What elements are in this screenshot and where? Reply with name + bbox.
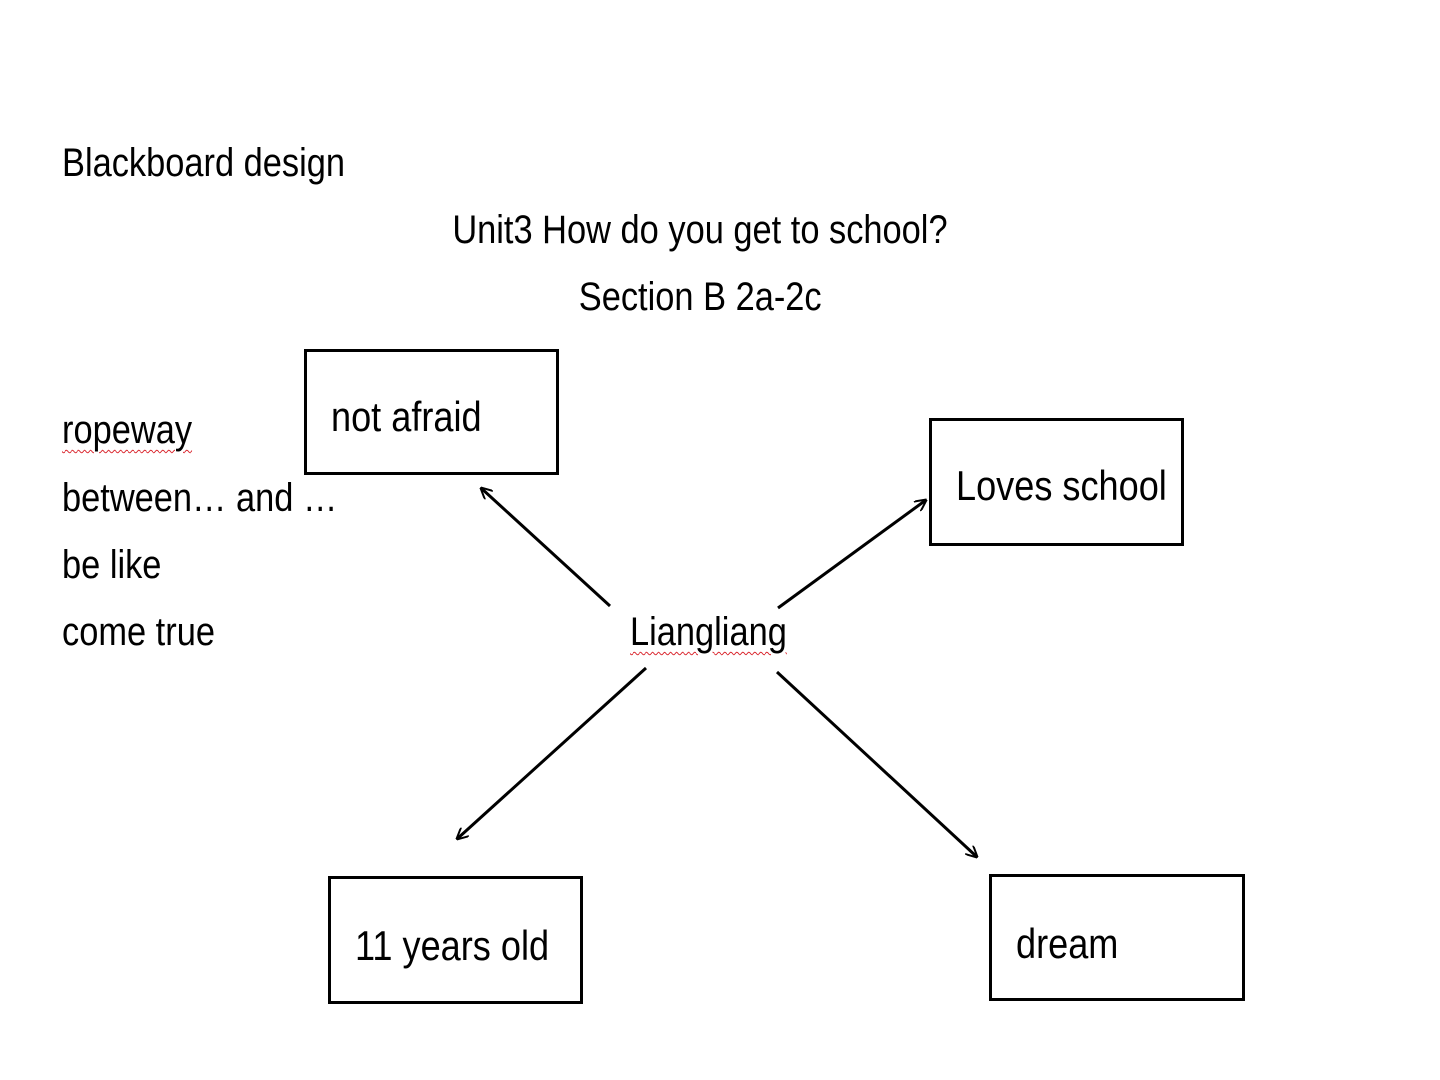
arrow-to-bottom-right	[775, 670, 977, 857]
vocab-item: be like	[62, 543, 162, 587]
center-node: Liangliang	[630, 610, 787, 654]
node-label: 11 years old	[355, 922, 550, 969]
node-label: Loves school	[956, 462, 1167, 509]
node-label: not afraid	[331, 393, 482, 440]
title-line-1: Unit3 How do you get to school?	[0, 210, 1400, 250]
vocab-item: ropeway	[62, 408, 193, 452]
node-top-right: Loves school	[929, 418, 1184, 546]
node-label: dream	[1016, 920, 1119, 967]
arrow-to-bottom-left	[457, 666, 648, 839]
arrow-to-top-left	[481, 488, 612, 608]
vocab-item: between… and …	[62, 476, 338, 520]
node-top-left: not afraid	[304, 349, 559, 475]
slide-heading: Blackboard design	[62, 141, 346, 185]
node-bottom-left: 11 years old	[328, 876, 583, 1004]
title-line-2: Section B 2a-2c	[0, 277, 1400, 317]
title-line-2-text: Section B 2a-2c	[578, 275, 822, 319]
title-line-1-text: Unit3 How do you get to school?	[452, 208, 948, 252]
node-bottom-right: dream	[989, 874, 1245, 1001]
vocab-item: come true	[62, 610, 215, 654]
arrow-to-top-right	[777, 500, 926, 610]
